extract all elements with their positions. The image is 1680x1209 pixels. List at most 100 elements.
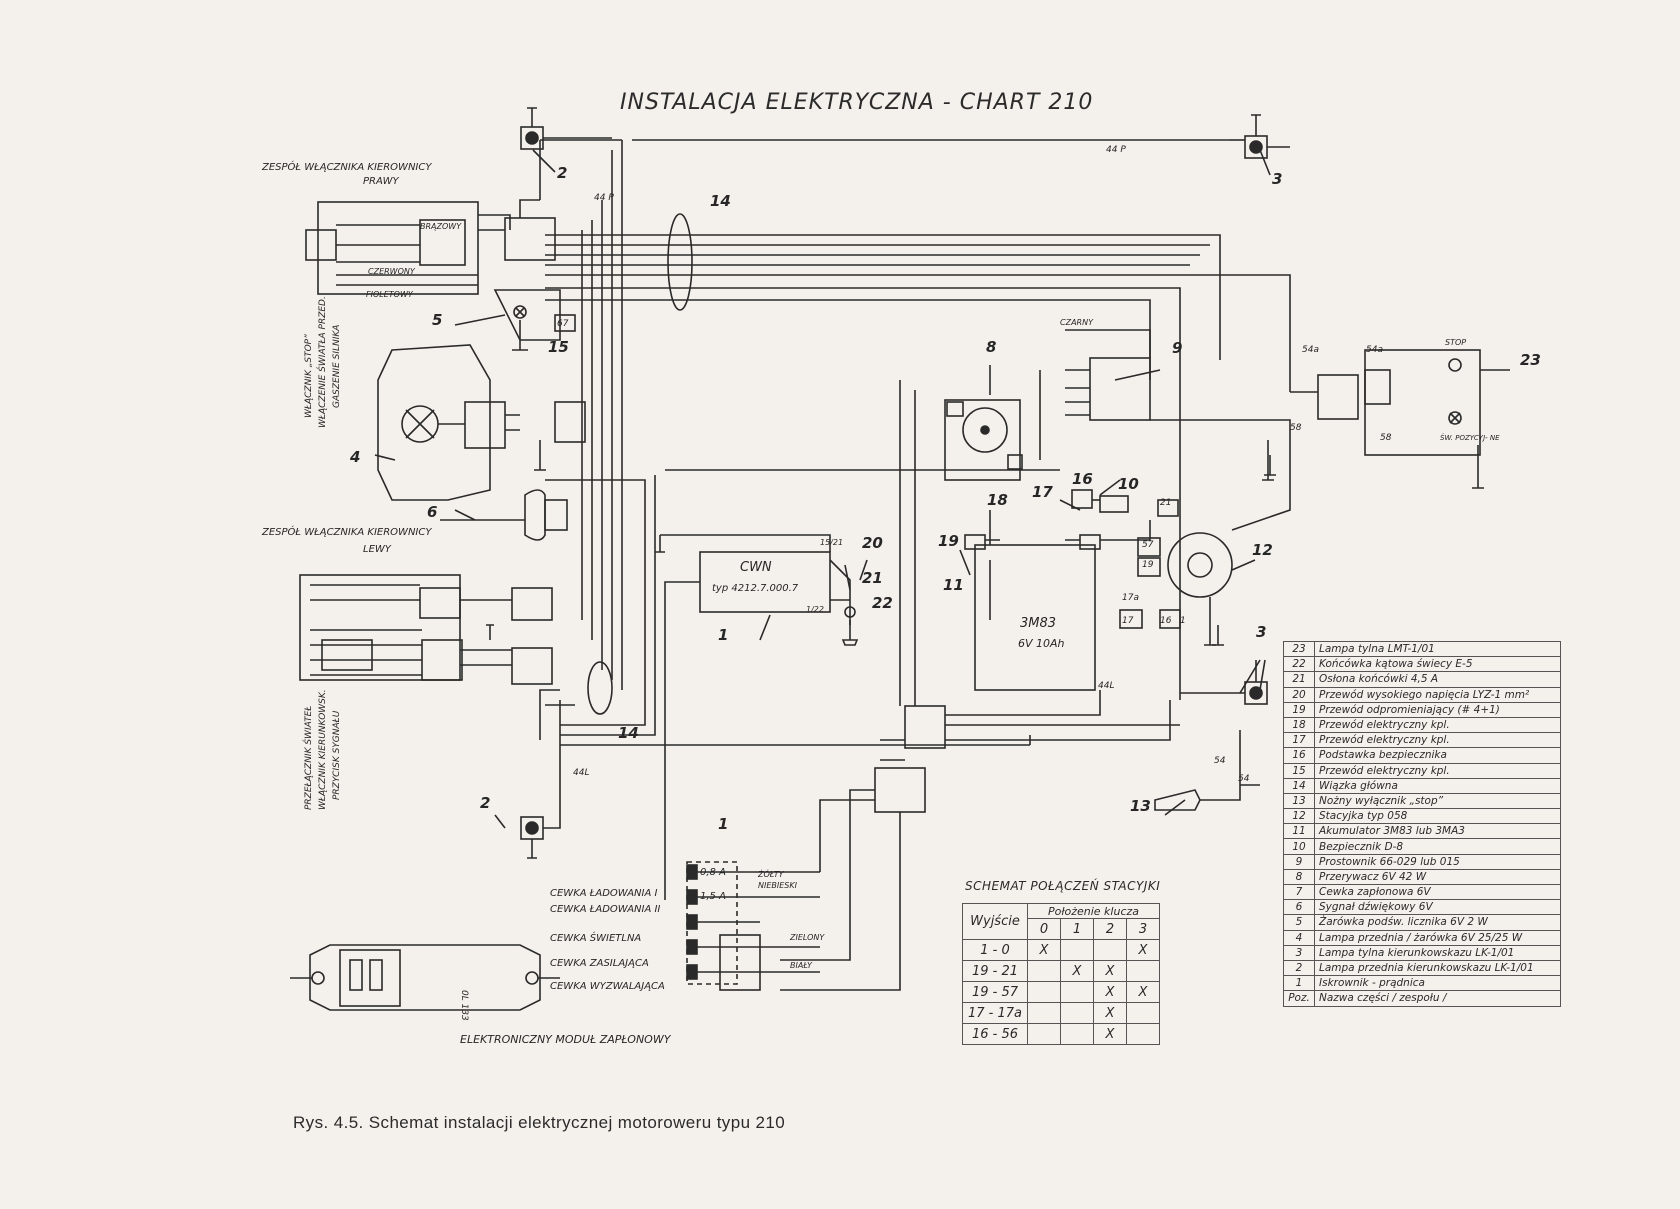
switch-mark: X bbox=[1093, 981, 1127, 1003]
conn-17: 17 bbox=[1122, 616, 1134, 626]
pos-5: 5 bbox=[432, 311, 442, 329]
pos-23: 23 bbox=[1520, 351, 1541, 369]
label-left-switch-1: ZESPÓŁ WŁĄCZNIKA KIEROWNICY bbox=[261, 525, 432, 538]
legend-number: Poz. bbox=[1283, 990, 1315, 1007]
stop-label: STOP bbox=[1445, 338, 1466, 347]
legend-number: 5 bbox=[1283, 914, 1315, 931]
pos-1: 1 bbox=[718, 815, 728, 833]
label-module: ELEKTRONICZNY MODUŁ ZAPŁONOWY bbox=[460, 1033, 672, 1046]
wire-brazowy: BRĄZOWY bbox=[420, 222, 462, 231]
legend-text: Osłona końcówki 4,5 A bbox=[1314, 671, 1561, 688]
legend-text: Końcówka kątowa świecy E-5 bbox=[1314, 656, 1561, 673]
legend-number: 21 bbox=[1283, 671, 1315, 688]
conn-54a-lamp: 54a bbox=[1366, 345, 1383, 355]
battery bbox=[964, 520, 1151, 691]
switch-mark bbox=[1126, 1023, 1160, 1045]
module-code: 0L 133 bbox=[459, 990, 469, 1021]
pos-12: 12 bbox=[1252, 541, 1273, 559]
legend-text: Prostownik 66-029 lub 015 bbox=[1314, 853, 1561, 870]
pos-20: 20 bbox=[862, 534, 883, 552]
coil-1: CEWKA ŁADOWANIA I bbox=[550, 888, 657, 899]
legend-row: Poz.Nazwa części / zespołu / bbox=[1283, 990, 1561, 1007]
pos-19: 19 bbox=[938, 532, 959, 550]
coil-4: CEWKA ZASILAJĄCA bbox=[550, 958, 649, 969]
table-row: 16 - 56 X bbox=[962, 1023, 1160, 1045]
coil-5: CEWKA WYZWALAJĄCA bbox=[550, 981, 665, 992]
ignition-coil bbox=[655, 534, 856, 900]
wire-zolty: ŻÓŁTY bbox=[757, 868, 785, 879]
spark-plug bbox=[841, 620, 859, 646]
pos-13: 13 bbox=[1130, 797, 1151, 815]
legend-text: Przewód odpromieniający (# 4+1) bbox=[1314, 701, 1561, 718]
pos-6: 6 bbox=[427, 503, 437, 521]
wire-niebieski: NIEBIESKI bbox=[758, 881, 798, 890]
legend-number: 10 bbox=[1283, 838, 1315, 855]
table-row: 17 - 17a X bbox=[962, 1002, 1160, 1024]
light-switch-line-1: PRZEŁĄCZNIK ŚWIATEŁ bbox=[302, 706, 314, 810]
breaker bbox=[944, 399, 1023, 481]
main-harness bbox=[539, 139, 1291, 760]
pos-17: 17 bbox=[1032, 483, 1053, 501]
switch-mark: X bbox=[1093, 960, 1127, 982]
legend-number: 22 bbox=[1283, 656, 1315, 673]
fuse bbox=[1071, 489, 1129, 513]
cwn-type: typ 4212.7.000.7 bbox=[712, 583, 799, 594]
legend-text: Stacyjka typ 058 bbox=[1314, 808, 1561, 825]
conn-1: 1 bbox=[1180, 616, 1186, 626]
battery-type: 3M83 bbox=[1020, 616, 1056, 631]
pos-18: 18 bbox=[987, 491, 1008, 509]
legend-text: Wiązka główna bbox=[1314, 777, 1561, 794]
legend-text: Bezpiecznik D-8 bbox=[1314, 838, 1561, 855]
rear-right-indicator bbox=[1244, 114, 1290, 159]
ignition-module bbox=[290, 944, 560, 1011]
legend-number: 20 bbox=[1283, 686, 1315, 703]
label-right-switch-1: ZESPÓŁ WŁĄCZNIKA KIEROWNICY bbox=[261, 160, 432, 173]
wire-zielony: ZIELONY bbox=[789, 933, 825, 942]
headlamp bbox=[377, 344, 520, 501]
label-right-switch-2: PRAWY bbox=[363, 176, 400, 187]
switch-mark: X bbox=[1027, 939, 1061, 961]
switch-mark: X bbox=[1126, 981, 1160, 1003]
conn-44l-right: 44L bbox=[1098, 681, 1114, 691]
legend-number: 7 bbox=[1283, 883, 1315, 901]
coil-value-1: 0,8 A bbox=[700, 867, 726, 878]
conn-58-right: 58 bbox=[1290, 423, 1302, 433]
stop-switch-line-2: WŁĄCZENIE ŚWIATŁA PRZED. bbox=[316, 296, 328, 428]
pos-7: 1 bbox=[718, 626, 728, 644]
legend-number: 1 bbox=[1283, 975, 1315, 992]
central-connector bbox=[880, 380, 1180, 761]
legend-number: 11 bbox=[1283, 823, 1315, 840]
switch-table-title: SCHEMAT POŁĄCZEŃ STACYJKI bbox=[965, 879, 1161, 893]
legend-text: Przerywacz 6V 42 W bbox=[1314, 868, 1561, 886]
conn-54-b: 54 bbox=[1238, 774, 1250, 784]
pos-16: 16 bbox=[1072, 470, 1093, 488]
pos-14-top: 14 bbox=[710, 192, 731, 210]
table-row: 19 - 57 X X bbox=[962, 981, 1160, 1003]
legend-text: Nazwa części / zespołu / bbox=[1314, 990, 1561, 1007]
conn-54a-right: 54a bbox=[1302, 345, 1319, 355]
legend-number: 14 bbox=[1283, 777, 1315, 794]
switch-pos: 3 bbox=[1126, 918, 1160, 940]
legend-number: 2 bbox=[1283, 959, 1315, 977]
legend-number: 15 bbox=[1283, 762, 1315, 779]
pos-4: 4 bbox=[349, 448, 360, 466]
ground-symbols bbox=[1212, 440, 1274, 646]
label-left-switch-2: LEWY bbox=[363, 544, 392, 555]
ignition-switch bbox=[1119, 419, 1291, 646]
stop-switch-connector bbox=[534, 401, 586, 471]
conn-44p-top: 44 P bbox=[1106, 145, 1126, 155]
pos-8: 8 bbox=[986, 338, 996, 356]
horn bbox=[440, 489, 568, 541]
